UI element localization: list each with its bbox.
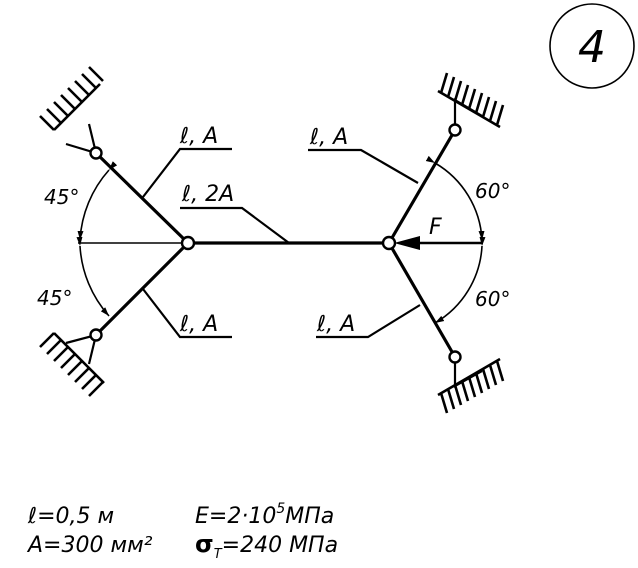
angle-arc-left-top [77,161,118,241]
member-label-middle: ℓ, 2A [181,182,234,207]
angle-arc-right-top [425,155,485,241]
member-label-bottom-right: ℓ, A [316,312,355,337]
angle-arc-right-bottom [434,236,486,324]
leader-middle [180,206,290,244]
member-label-bottom-left: ℓ, A [179,312,218,337]
bar-bottom-left [94,241,190,337]
leader-bottom-right [316,304,421,339]
given-area: A=300 мм² [26,533,153,558]
angle-label-right-top: 60° [475,179,510,203]
given-yield-stress: σТ=240 МПа [195,530,338,562]
given-data: ℓ=0,5 м A=300 мм² E=2·105МПа σТ=240 МПа [26,501,338,562]
member-label-top-right: ℓ, A [309,125,348,150]
pin-top-left [89,146,103,160]
bar-top-left [94,151,190,245]
bar-bottom-right [387,242,457,358]
pin-bottom-right [448,350,462,364]
leader-top-right [308,148,419,184]
angle-label-left-top: 45° [44,185,79,209]
angle-label-right-bottom: 60° [475,287,510,311]
problem-number-badge: 4 [549,3,635,89]
bar-top-right [387,129,457,244]
support-top-right [437,72,505,130]
node-right [381,235,397,251]
angle-label-left-bottom: 45° [37,286,72,310]
member-label-top-left: ℓ, A [179,124,218,149]
force-label: F [429,215,442,240]
leader-top-left [142,147,232,198]
angle-arc-left-bottom [76,236,110,317]
leader-bottom-left [142,288,232,339]
pin-top-right [448,123,462,137]
node-left [180,235,196,251]
support-bottom-right [437,357,505,414]
problem-number: 4 [578,22,606,73]
given-modulus: E=2·105МПа [195,501,334,529]
pin-bottom-left [89,328,103,342]
support-bottom-left [39,332,105,397]
support-top-left [39,66,104,155]
given-length: ℓ=0,5 м [27,504,114,529]
